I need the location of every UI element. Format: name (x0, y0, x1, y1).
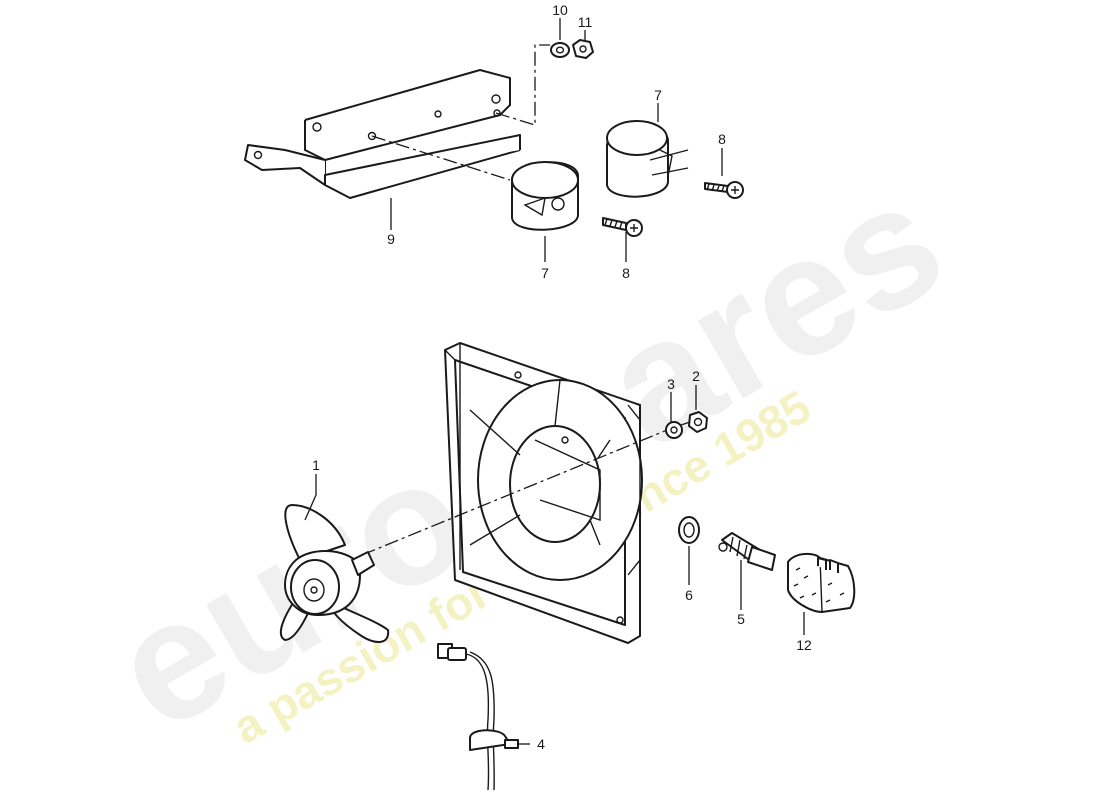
screw-upper (704, 181, 744, 199)
leader-lines (304, 18, 805, 745)
callout-10: 10 (552, 2, 568, 18)
callout-7-upper: 7 (654, 87, 662, 103)
callout-4: 4 (537, 736, 545, 752)
nut-11 (572, 39, 594, 59)
assembly-line (495, 44, 550, 126)
callout-5: 5 (737, 611, 745, 627)
callout-3: 3 (667, 376, 675, 392)
connector (787, 552, 856, 613)
temperature-switch (718, 532, 776, 571)
callout-labels: 1 2 3 4 5 6 7 7 8 8 9 10 11 12 (312, 2, 812, 752)
sealing-ring (678, 516, 700, 544)
callout-7-lower: 7 (541, 265, 549, 281)
fan-with-motor (279, 504, 390, 643)
callout-12: 12 (796, 637, 812, 653)
screw-lower (602, 217, 643, 237)
callout-11: 11 (578, 14, 593, 30)
callout-8-lower: 8 (622, 265, 630, 281)
assembly-line (371, 135, 511, 181)
rubber-mount-upper (606, 120, 689, 198)
washer-3 (665, 421, 683, 439)
callout-1: 1 (312, 457, 320, 473)
washer-10 (550, 42, 570, 58)
callout-2: 2 (692, 368, 700, 384)
callout-6: 6 (685, 587, 693, 603)
callout-9: 9 (387, 231, 395, 247)
rubber-mount-lower (511, 161, 579, 231)
mounting-bracket (244, 69, 521, 199)
assembly-line (361, 427, 673, 556)
wiring-harness (437, 643, 519, 791)
callout-8-upper: 8 (718, 131, 726, 147)
fan-shroud (444, 342, 643, 644)
nut-2 (688, 411, 708, 433)
